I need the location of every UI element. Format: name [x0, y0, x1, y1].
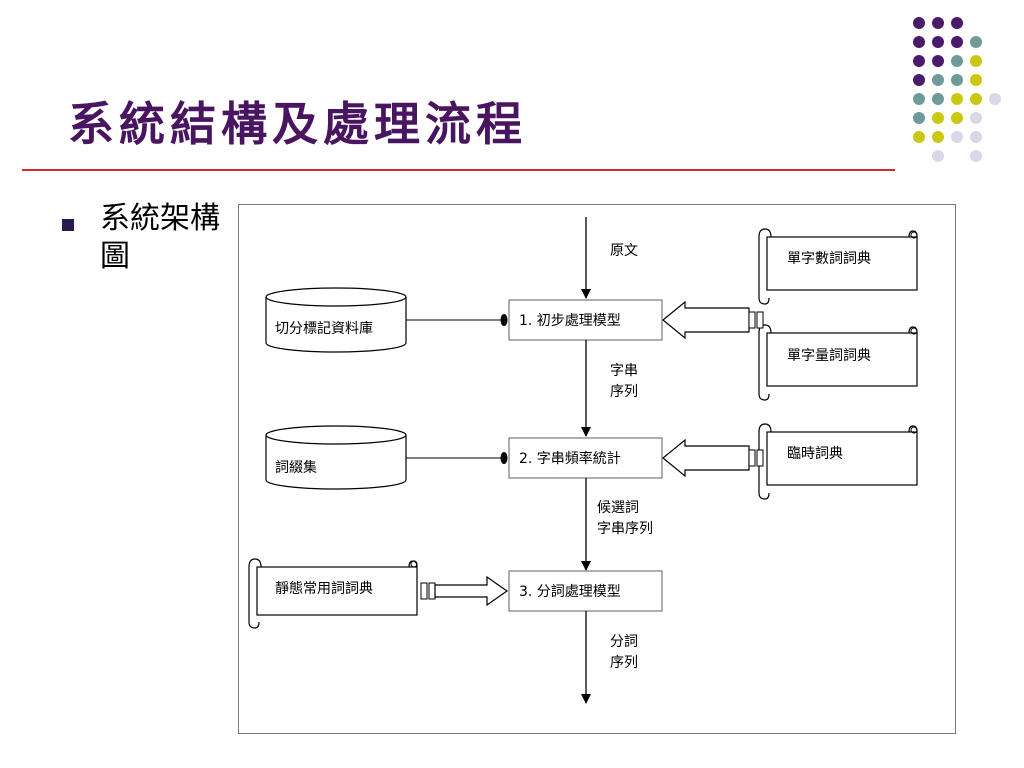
flow-label-output-line2: 序列: [610, 655, 638, 671]
dot: [913, 112, 925, 124]
dot: [932, 74, 944, 86]
dictionary-scroll-temp: 臨時詞典: [758, 423, 918, 500]
connector-end-dot: [500, 452, 508, 464]
dot: [932, 112, 944, 124]
bullet-text: 系統架構圖: [100, 201, 220, 274]
connector-end-dot: [500, 314, 508, 326]
page-title: 系統結構及處理流程: [68, 97, 527, 151]
dictionary-char-count-label: 單字數詞詞典: [787, 251, 871, 267]
dot-row-8: [932, 150, 982, 162]
dot-row-5: [913, 93, 1001, 105]
process-label-2: 2. 字串頻率統計: [519, 450, 621, 467]
title-divider: [22, 169, 895, 171]
dot-row-6: [913, 112, 982, 124]
flow-label-1-2-line1: 字串: [610, 363, 638, 379]
block-arrow-into-process-2: [662, 438, 764, 478]
dot: [913, 36, 925, 48]
dot-row-2: [913, 36, 982, 48]
dot: [989, 93, 1001, 105]
dot-row-1: [913, 17, 963, 29]
dot: [970, 93, 982, 105]
dot: [913, 131, 925, 143]
dot: [932, 36, 944, 48]
process-box-1: [508, 299, 663, 341]
bullet-square-icon: [62, 219, 74, 231]
dot: [932, 131, 944, 143]
dot: [913, 55, 925, 67]
dot-row-3: [913, 55, 982, 67]
dot: [951, 74, 963, 86]
dot: [970, 112, 982, 124]
dot: [951, 93, 963, 105]
dot: [932, 150, 944, 162]
dot: [970, 36, 982, 48]
dictionary-char-measure-label: 單字量詞詞典: [787, 348, 871, 364]
dot: [913, 74, 925, 86]
block-arrow-into-process-3: [420, 575, 509, 607]
dictionary-temp-label: 臨時詞典: [787, 446, 843, 462]
dot-row-4: [913, 74, 982, 86]
diagram-frame: 原文 1. 初步處理模型 字串 序列 2. 字串頻率統計 候選詞 字串序列 3.…: [238, 204, 956, 734]
flow-label-input: 原文: [610, 243, 638, 259]
dot: [913, 17, 925, 29]
dot: [932, 55, 944, 67]
dot-row-7: [913, 131, 982, 143]
flow-label-2-3-line1: 候選詞: [597, 500, 639, 516]
database-corpus: 切分標記資料庫: [265, 287, 407, 353]
dot: [932, 93, 944, 105]
dot: [970, 131, 982, 143]
database-affix: 詞綴集: [265, 425, 407, 490]
flow-label-output-line1: 分詞: [610, 634, 638, 650]
process-box-2: [508, 437, 663, 479]
process-label-1: 1. 初步處理模型: [519, 312, 621, 329]
process-box-3: [508, 570, 663, 612]
dot: [932, 17, 944, 29]
database-corpus-label: 切分標記資料庫: [275, 320, 373, 337]
dictionary-scroll-static: 靜態常用詞詞典: [248, 558, 418, 629]
dictionary-scroll-char-count: 單字數詞詞典: [758, 228, 918, 305]
process-label-3: 3. 分詞處理模型: [519, 584, 621, 600]
dot: [913, 93, 925, 105]
flow-label-2-3-line2: 字串序列: [597, 521, 653, 537]
database-affix-label: 詞綴集: [275, 459, 317, 476]
decorative-dot-grid: [913, 17, 1001, 162]
block-arrow-into-process-1: [662, 300, 764, 340]
dictionary-static-label: 靜態常用詞詞典: [275, 581, 373, 597]
dot: [951, 36, 963, 48]
system-architecture-diagram: 原文 1. 初步處理模型 字串 序列 2. 字串頻率統計 候選詞 字串序列 3.…: [248, 217, 918, 704]
dot: [970, 74, 982, 86]
dot: [951, 131, 963, 143]
dot: [951, 55, 963, 67]
dot: [970, 150, 982, 162]
dot: [951, 17, 963, 29]
dictionary-scroll-char-measure: 單字量詞詞典: [758, 324, 918, 401]
dot: [951, 112, 963, 124]
flow-label-1-2-line2: 序列: [610, 384, 638, 400]
dot: [970, 55, 982, 67]
